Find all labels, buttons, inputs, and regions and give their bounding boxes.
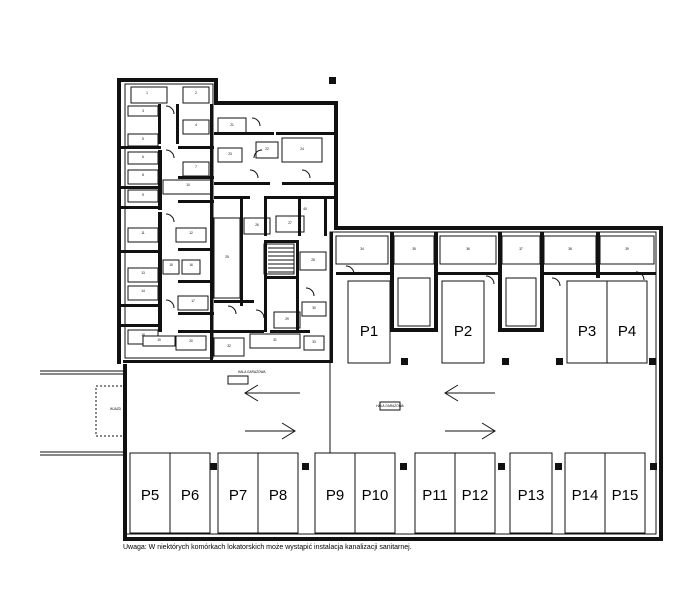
- svg-text:8: 8: [142, 173, 144, 177]
- svg-text:32: 32: [227, 344, 231, 348]
- cellar-numbers: 1 2 3 4 5 6 7 8 9 10 11 12 13 14 15 16 1…: [141, 91, 629, 348]
- fan-icon: [227, 375, 249, 385]
- svg-text:35: 35: [412, 247, 416, 251]
- parking-space-p14: [564, 452, 606, 534]
- svg-text:23: 23: [228, 152, 232, 156]
- svg-text:39: 39: [625, 247, 629, 251]
- parking-space-p6: [169, 452, 211, 534]
- svg-text:28: 28: [311, 258, 315, 262]
- svg-text:5: 5: [142, 137, 144, 141]
- spot-label-p11: P11: [422, 487, 448, 504]
- parking-space-p9: [314, 452, 356, 534]
- svg-text:10: 10: [186, 183, 190, 187]
- svg-text:6: 6: [142, 155, 144, 159]
- right-storage-rooms: [335, 232, 656, 332]
- svg-text:16: 16: [189, 263, 193, 267]
- traffic-arrows: [244, 384, 496, 440]
- spot-label-p8: P8: [269, 487, 287, 504]
- svg-text:1: 1: [146, 91, 148, 95]
- arrow-left-icon: [244, 384, 300, 402]
- column-marker: [329, 77, 336, 84]
- svg-text:13: 13: [141, 271, 145, 275]
- parking-space-p2: [441, 280, 485, 364]
- parking-space-p13: [509, 452, 553, 534]
- svg-text:40: 40: [303, 207, 307, 211]
- hall-note: HALA GARAŻOWA: [238, 369, 266, 374]
- svg-text:38: 38: [568, 247, 572, 251]
- svg-text:22: 22: [265, 147, 269, 151]
- spot-label-p6: P6: [181, 487, 199, 504]
- svg-text:4: 4: [195, 123, 197, 127]
- parking-row-bottom: P5 P6 P7 P8 P9 P10 P11 P12 P13 P14 P15: [129, 452, 657, 534]
- svg-text:25: 25: [225, 255, 229, 259]
- outer-walls: [40, 78, 663, 541]
- parking-row-top: P1 P2 P3 P4: [347, 280, 656, 365]
- svg-text:37: 37: [519, 247, 523, 251]
- cellar-rooms: [121, 86, 336, 360]
- parking-space-p3: [566, 280, 608, 364]
- svg-text:29: 29: [285, 317, 289, 321]
- spot-label-p5: P5: [141, 487, 159, 504]
- parking-space-p12: [454, 452, 496, 534]
- svg-text:21: 21: [230, 123, 234, 127]
- hall-label-box: [379, 401, 401, 411]
- spot-label-p2: P2: [454, 323, 472, 340]
- parking-space-p11: [414, 452, 456, 534]
- svg-text:31: 31: [273, 338, 277, 342]
- svg-text:11: 11: [141, 231, 145, 235]
- svg-text:12: 12: [189, 231, 193, 235]
- svg-text:15: 15: [169, 263, 173, 267]
- parking-space-p8: [257, 452, 299, 534]
- svg-text:9: 9: [142, 193, 144, 197]
- parking-space-p5: [129, 452, 171, 534]
- spot-label-p15: P15: [612, 487, 639, 504]
- entrance-label: WJAZD: [110, 407, 122, 411]
- spot-label-p12: P12: [462, 487, 489, 504]
- svg-text:2: 2: [195, 91, 197, 95]
- arrow-right-icon: [245, 422, 296, 440]
- svg-text:20: 20: [189, 339, 193, 343]
- svg-text:3: 3: [142, 109, 144, 113]
- spot-label-p1: P1: [360, 323, 378, 340]
- parking-space-p15: [604, 452, 646, 534]
- svg-text:18: 18: [141, 333, 145, 337]
- spot-label-p3: P3: [578, 323, 596, 340]
- garage-hall-label: HALA GARAŻOWA: [376, 403, 404, 408]
- svg-text:24: 24: [300, 147, 304, 151]
- svg-text:27: 27: [288, 221, 292, 225]
- svg-text:14: 14: [141, 289, 145, 293]
- svg-text:36: 36: [466, 247, 470, 251]
- svg-text:34: 34: [360, 247, 364, 251]
- spot-label-p4: P4: [618, 323, 636, 340]
- spot-label-p14: P14: [572, 487, 599, 504]
- arrow-left-icon: [444, 384, 495, 402]
- parking-space-p4: [606, 280, 648, 364]
- parking-space-p10: [354, 452, 396, 534]
- spot-label-p9: P9: [326, 487, 344, 504]
- svg-text:30: 30: [312, 306, 316, 310]
- arrow-right-icon: [445, 422, 496, 440]
- svg-text:19: 19: [157, 338, 161, 342]
- svg-text:33: 33: [312, 340, 316, 344]
- spot-label-p7: P7: [229, 487, 247, 504]
- spot-label-p10: P10: [362, 487, 389, 504]
- spot-label-p13: P13: [518, 487, 545, 504]
- footnote: Uwaga: W niektórych komórkach lokatorski…: [123, 544, 412, 551]
- svg-text:17: 17: [191, 299, 195, 303]
- svg-text:7: 7: [195, 165, 197, 169]
- parking-space-p1: [347, 280, 391, 364]
- svg-text:26: 26: [255, 223, 259, 227]
